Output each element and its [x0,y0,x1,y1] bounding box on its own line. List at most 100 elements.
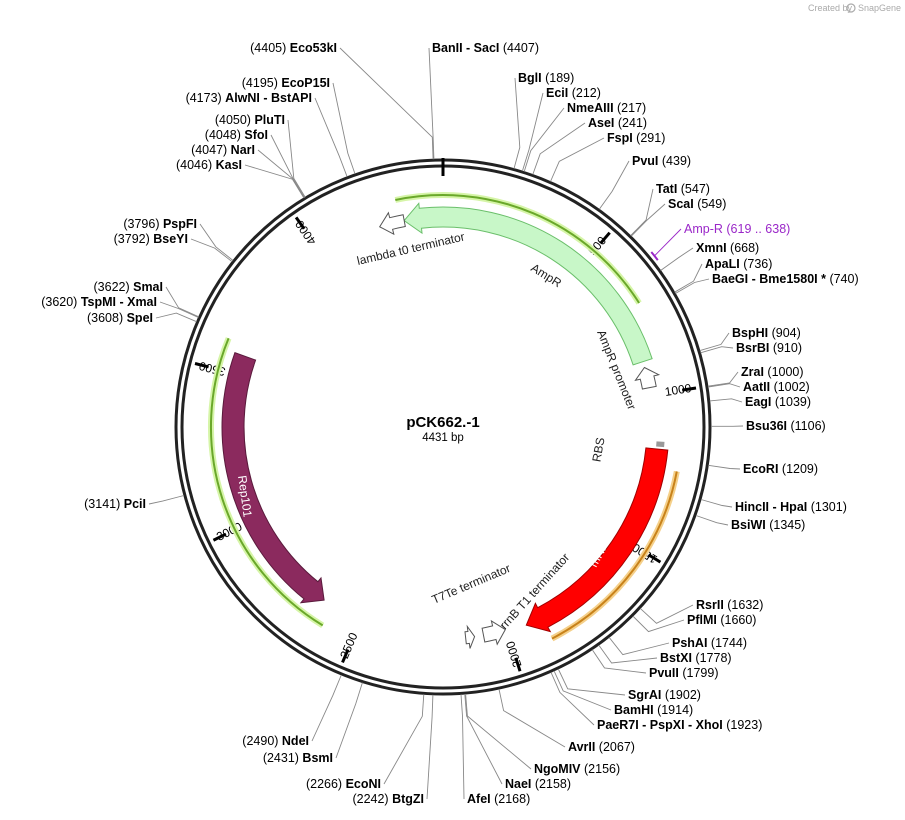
site-position: (2168) [491,792,531,806]
site-label-ngomiv: NgoMIV (2156) [534,762,620,776]
site-label-pspfi: (3796) PspFI [123,217,197,231]
site-position: (4405) [250,41,290,55]
rep101-direction-line [209,337,324,627]
site-name: BamHI [614,703,654,717]
site-name: NmeAIII [567,101,614,115]
features-layer [207,192,680,649]
site-label-aatii: AatII (1002) [743,380,810,394]
site-label-bseyi: (3792) BseYI [114,232,188,246]
site-name: NgoMIV [534,762,581,776]
site-leader-smai [165,286,199,318]
site-position: (1301) [807,500,847,514]
site-leader-paer7i [550,672,595,726]
tick-mark-1500 [647,553,662,564]
site-name: EciI [546,86,568,100]
site-leader-ngomiv [465,693,532,770]
site-position: (439) [658,154,691,168]
mrfp1-feature-arrow [525,447,669,633]
site-position: (740) [826,272,859,286]
site-leader-xmni [660,247,694,271]
site-label-pluti: (4050) PluTI [215,113,285,127]
site-leader-asei [532,122,586,175]
site-leader-tspmi [159,301,199,318]
site-label-banii: BanII - SacI (4407) [432,41,539,55]
site-leader-scai [630,203,666,237]
mrfp1-direction-line [551,471,678,640]
tick-mark-4000 [294,216,306,230]
site-label-afei: AfeI (2168) [467,792,530,806]
site-leader-eco53ki [339,47,434,160]
site-position: (2266) [306,777,346,791]
site-name: SmaI [133,280,163,294]
site-leader-naei [464,694,503,785]
site-label-nmeaiii: NmeAIII (217) [567,101,646,115]
site-name: PshAI [672,636,707,650]
site-name: SgrAI [628,688,661,702]
site-name: BsrBI [736,341,769,355]
site-label-ecop15i: (4195) EcoP15I [242,76,330,90]
site-leader-pcii [148,495,185,505]
site-name: BaeGI [712,272,748,286]
site-leader-pvui [598,160,630,210]
snapgene-logo-icon [846,3,856,13]
site-position: (547) [677,182,710,196]
site-leader-sfoi [270,134,305,198]
site-position: (2158) [531,777,571,791]
site-leader-tati [630,188,654,237]
site-name: AseI [588,116,614,130]
site-label-fspi: FspI (291) [607,131,665,145]
site-name: BseYI [153,232,188,246]
site-label-bsiwi: BsiWI (1345) [731,518,805,532]
feature-label-t7te-terminator: T7Te terminator [430,561,513,607]
ampr-direction-line [395,194,640,304]
site-name: EcoRI [743,462,778,476]
plasmid-size: 4431 bp [422,432,464,444]
site-leader-hincii [700,499,733,508]
site-position: (1914) [654,703,694,717]
site-leader-bgli [513,77,521,169]
site-leader-bsphi [699,332,730,352]
site-name: FspI [607,131,633,145]
site-position: (1902) [661,688,701,702]
site-label-asei: AseI (241) [588,116,647,130]
site-name: BstXI [660,651,692,665]
site-label-baegi: BaeGI - Bme1580I * (740) [712,272,859,286]
site-leader-ecop15i [332,82,356,175]
site-position: (2431) [263,751,303,765]
brand-name: SnapGene [858,3,901,13]
rep101-feature-arrow [221,352,325,604]
site-position: (1660) [717,613,757,627]
site-position: (1345) [766,518,806,532]
tick-mark-3500 [194,362,209,369]
site-position: (668) [727,241,760,255]
site-leader-ecii [521,92,544,172]
site-label-smai: (3622) SmaI [94,280,164,294]
site-name: ZraI [741,365,764,379]
site-position: (1778) [692,651,732,665]
site-leader-avrii [498,689,566,748]
site-leader-bsiwi [695,515,729,526]
feature-label-lambda-t0-terminator: lambda t0 terminator [356,230,466,268]
site-leader-spei [155,312,197,323]
site-label-eco53ki: (4405) Eco53kI [250,41,337,55]
site-name: NarI [231,143,255,157]
site-name: HincII [735,500,769,514]
site-name: PspFI [163,217,197,231]
snapgene-brand: Created by SnapGene [808,3,901,13]
tick-mark-3000 [212,532,227,542]
site-name: AfeI [467,792,491,806]
site-position: (3796) [123,217,163,231]
site-name: PaeR7I [597,718,639,732]
ampr-promoter-arrow [634,366,661,390]
site-position: (904) [768,326,801,340]
site-leader-bamhi [553,670,612,711]
site-name: NaeI [505,777,531,791]
site-position: (2490) [242,734,282,748]
site-leader-alwni [314,97,348,177]
tick-label-1000: 1000 [664,381,693,399]
site-label-nari: (4047) NarI [191,143,255,157]
site-label-pshai: PshAI (1744) [672,636,747,650]
